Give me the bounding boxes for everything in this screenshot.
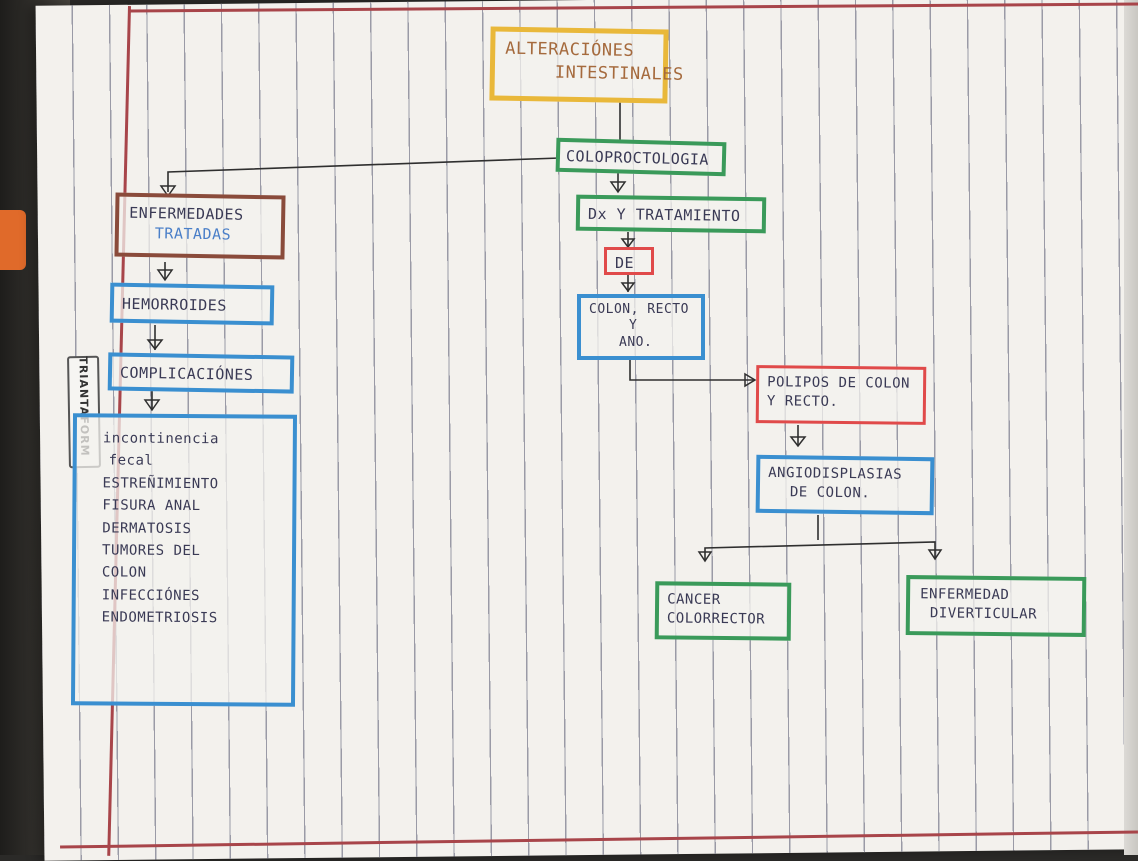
colon-recto-line-2: Y (629, 318, 638, 334)
arrow-list (143, 399, 161, 412)
colon-recto-line-3: ANO. (619, 334, 653, 350)
connector-branch-horizontal (704, 541, 936, 560)
arrow-dx (609, 181, 627, 194)
arrow-de (620, 238, 636, 249)
orange-clip (0, 210, 26, 270)
colon-recto-line-1: COLON, RECTO (589, 302, 689, 317)
list-item: FISURA ANAL (102, 497, 201, 515)
complicaciones-list-box: incontinencia fecal ESTREÑIMIENTO FISURA… (70, 413, 298, 707)
arrow-hemorroides (156, 269, 174, 282)
cancer-line-2: COLORRECTOR (666, 610, 766, 628)
list-item: incontinencia (102, 430, 219, 448)
list-item: ENDOMETRIOSIS (101, 609, 218, 627)
hemorroides-box: HEMORROIDES (109, 282, 275, 326)
enfermedad-diverticular-box: ENFERMEDAD DIVERTICULAR (905, 575, 1087, 637)
angiodisplasias-line-1: ANGIODISPLASIAS (768, 464, 903, 483)
connector-colo-enfermedades (167, 157, 561, 192)
title-line-1: ALTERACIÓNES (505, 38, 635, 61)
dx-tratamiento-label: Dx Y TRATAMIENTO (587, 204, 741, 225)
angiodisplasias-line-2: DE COLON. (789, 484, 871, 502)
arrow-diverticular (927, 549, 943, 561)
list-item: DERMATOSIS (102, 519, 192, 537)
arrow-colon (620, 282, 636, 293)
list-item: INFECCIÓNES (101, 587, 201, 604)
connector-colon-polipos (629, 360, 755, 381)
angiodisplasias-box: ANGIODISPLASIAS DE COLON. (755, 454, 935, 516)
cancer-colorrectal-box: CANCER COLORRECTOR (654, 581, 792, 641)
arrow-complicaciones (146, 339, 164, 351)
list-item: ESTREÑIMIENTO (102, 475, 219, 493)
de-box: DE (604, 247, 654, 275)
complicaciones-label: COMPLICACIÓNES (119, 363, 254, 384)
polipos-box: POLIPOS DE COLON Y RECTO. (755, 365, 927, 425)
diverticular-line-2: DIVERTICULAR (929, 605, 1038, 623)
list-item: fecal (108, 452, 154, 470)
enfermedades-line-2: TRATADAS (154, 224, 232, 244)
arrow-enfermedades (159, 185, 177, 198)
dx-tratamiento-box: Dx Y TRATAMIENTO (575, 194, 767, 234)
complicaciones-box: COMPLICACIÓNES (107, 352, 295, 394)
diverticular-line-1: ENFERMEDAD (920, 586, 1010, 604)
colon-recto-ano-box: COLON, RECTO Y ANO. (577, 294, 705, 360)
coloproctologia-label: COLOPROCTOLOGIA (565, 147, 710, 169)
arrow-polipos (744, 372, 757, 388)
enfermedades-tratadas-box: ENFERMEDADES TRATADAS (114, 192, 286, 260)
list-item: TUMORES DEL (102, 542, 201, 560)
coloproctologia-box: COLOPROCTOLOGIA (555, 137, 727, 177)
cancer-line-1: CANCER (667, 591, 721, 608)
enfermedades-line-1: ENFERMEDADES (129, 203, 244, 224)
title-box: ALTERACIÓNES INTESTINALES (489, 26, 684, 104)
arrow-cancer (697, 551, 713, 563)
list-item: COLON (101, 564, 147, 582)
polipos-line-2: Y RECTO. (766, 393, 839, 410)
page-edge (1124, 0, 1138, 855)
title-line-2: INTESTINALES (554, 62, 684, 85)
hemorroides-label: HEMORROIDES (121, 294, 227, 315)
de-label: DE (615, 254, 635, 272)
arrow-angio (789, 436, 807, 448)
polipos-line-1: POLIPOS DE COLON (767, 374, 911, 392)
